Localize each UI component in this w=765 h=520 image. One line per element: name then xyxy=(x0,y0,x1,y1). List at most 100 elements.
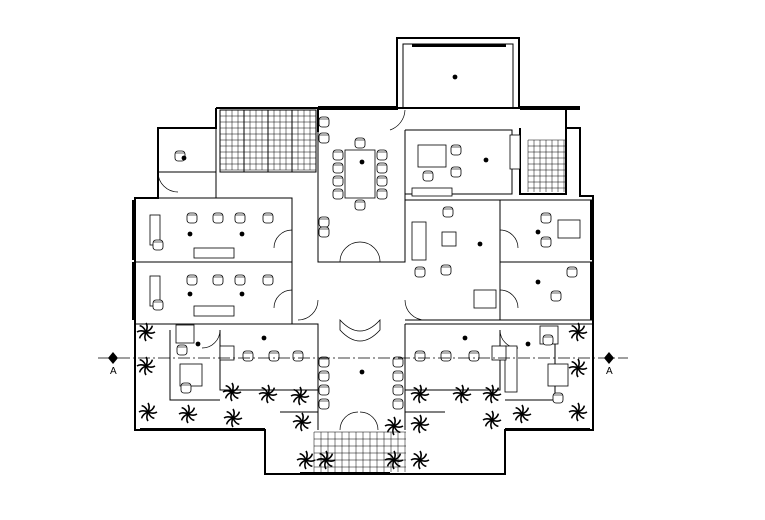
office-chair-icon xyxy=(550,290,562,302)
palm-plant-icon xyxy=(138,402,158,422)
tile-grid xyxy=(219,109,317,171)
palm-plant-icon xyxy=(482,410,502,430)
palm-plant-icon xyxy=(512,404,532,424)
cabinet-1 xyxy=(193,247,235,259)
manager-desk-1 xyxy=(557,219,581,239)
office-chair-icon xyxy=(392,356,404,368)
office-chair-icon xyxy=(318,226,330,238)
office-chair-icon xyxy=(414,350,426,362)
office-chair-icon xyxy=(468,350,480,362)
ceiling-light-icon xyxy=(525,341,531,347)
office-chair-icon xyxy=(292,350,304,362)
ceiling-light-icon xyxy=(181,155,187,161)
palm-plant-icon xyxy=(136,356,156,376)
ceiling-light-icon xyxy=(359,159,365,165)
palm-plant-icon xyxy=(316,450,336,470)
office-chair-icon xyxy=(540,212,552,224)
office-chair-icon xyxy=(422,170,434,182)
office-chair-icon xyxy=(262,274,274,286)
section-marker-left-icon xyxy=(108,352,118,364)
ceiling-light-icon xyxy=(535,229,541,235)
palm-plant-icon xyxy=(384,416,404,436)
tile-grid xyxy=(527,139,566,192)
palm-plant-icon xyxy=(290,386,310,406)
section-marker-right-icon xyxy=(604,352,614,364)
palm-plant-icon xyxy=(568,402,588,422)
sofa-small xyxy=(509,134,521,170)
palm-plant-icon xyxy=(223,408,243,428)
chairs xyxy=(152,116,578,410)
palm-plant-icon xyxy=(296,450,316,470)
office-chair-icon xyxy=(234,212,246,224)
office-chair-icon xyxy=(376,149,388,161)
ceiling-light-icon xyxy=(452,74,458,80)
office-chair-icon xyxy=(332,149,344,161)
office-chair-icon xyxy=(318,370,330,382)
office-chair-icon xyxy=(392,370,404,382)
top-balcony xyxy=(396,37,520,109)
tiled-floor xyxy=(219,109,566,472)
office-chair-icon xyxy=(552,392,564,404)
desk-reception-left xyxy=(219,345,235,361)
side-desk-left xyxy=(175,324,195,344)
office-chair-icon xyxy=(318,216,330,228)
office-chair-icon xyxy=(376,175,388,187)
office-chair-icon xyxy=(332,162,344,174)
office-chair-icon xyxy=(318,356,330,368)
office-chair-icon xyxy=(354,137,366,149)
palm-plant-icon xyxy=(410,414,430,434)
office-chair-icon xyxy=(318,398,330,410)
palm-plant-icon xyxy=(384,450,404,470)
office-chair-icon xyxy=(442,206,454,218)
office-chair-icon xyxy=(176,344,188,356)
office-chair-icon xyxy=(376,188,388,200)
office-chair-icon xyxy=(392,398,404,410)
office-chair-icon xyxy=(376,162,388,174)
desk-right-lower xyxy=(547,363,569,387)
ceiling-light-icon xyxy=(187,231,193,237)
ceiling-light-icon xyxy=(187,291,193,297)
ceiling-light-icon xyxy=(477,241,483,247)
palm-plant-icon xyxy=(568,322,588,342)
palm-plant-icon xyxy=(452,384,472,404)
office-chair-icon xyxy=(186,274,198,286)
office-chair-icon xyxy=(450,144,462,156)
office-chair-icon xyxy=(440,264,452,276)
coffee-table xyxy=(441,231,457,247)
office-chair-icon xyxy=(186,212,198,224)
office-chair-icon xyxy=(152,239,164,251)
section-label-left: A xyxy=(110,366,117,377)
office-chair-icon xyxy=(392,384,404,396)
director-desk xyxy=(417,144,447,168)
office-chair-icon xyxy=(318,116,330,128)
wall-solids xyxy=(132,106,594,475)
ceiling-light-icon xyxy=(261,335,267,341)
office-chair-icon xyxy=(242,350,254,362)
sofa-long xyxy=(411,221,427,261)
office-chair-icon xyxy=(234,274,246,286)
ceiling-light-icon xyxy=(239,291,245,297)
reception-counter xyxy=(339,318,381,342)
office-chair-icon xyxy=(180,382,192,394)
ceiling-light-icon xyxy=(535,279,541,285)
office-chair-icon xyxy=(212,212,224,224)
office-chair-icon xyxy=(332,175,344,187)
furniture xyxy=(149,134,581,393)
palm-plant-icon xyxy=(178,404,198,424)
office-chair-icon xyxy=(542,334,554,346)
office-chair-icon xyxy=(566,266,578,278)
ceiling-light-icon xyxy=(462,335,468,341)
palm-plant-icon xyxy=(410,450,430,470)
meeting-table xyxy=(344,149,376,199)
office-chair-icon xyxy=(268,350,280,362)
ceiling-light-icon xyxy=(359,369,365,375)
desk-right-long xyxy=(504,345,518,393)
office-chair-icon xyxy=(318,384,330,396)
ceiling-light-icon xyxy=(195,341,201,347)
section-label-right: A xyxy=(606,366,613,377)
office-chair-icon xyxy=(152,299,164,311)
desk-reception-right xyxy=(491,345,507,361)
ceiling-lights xyxy=(181,74,541,375)
office-chair-icon xyxy=(354,199,366,211)
